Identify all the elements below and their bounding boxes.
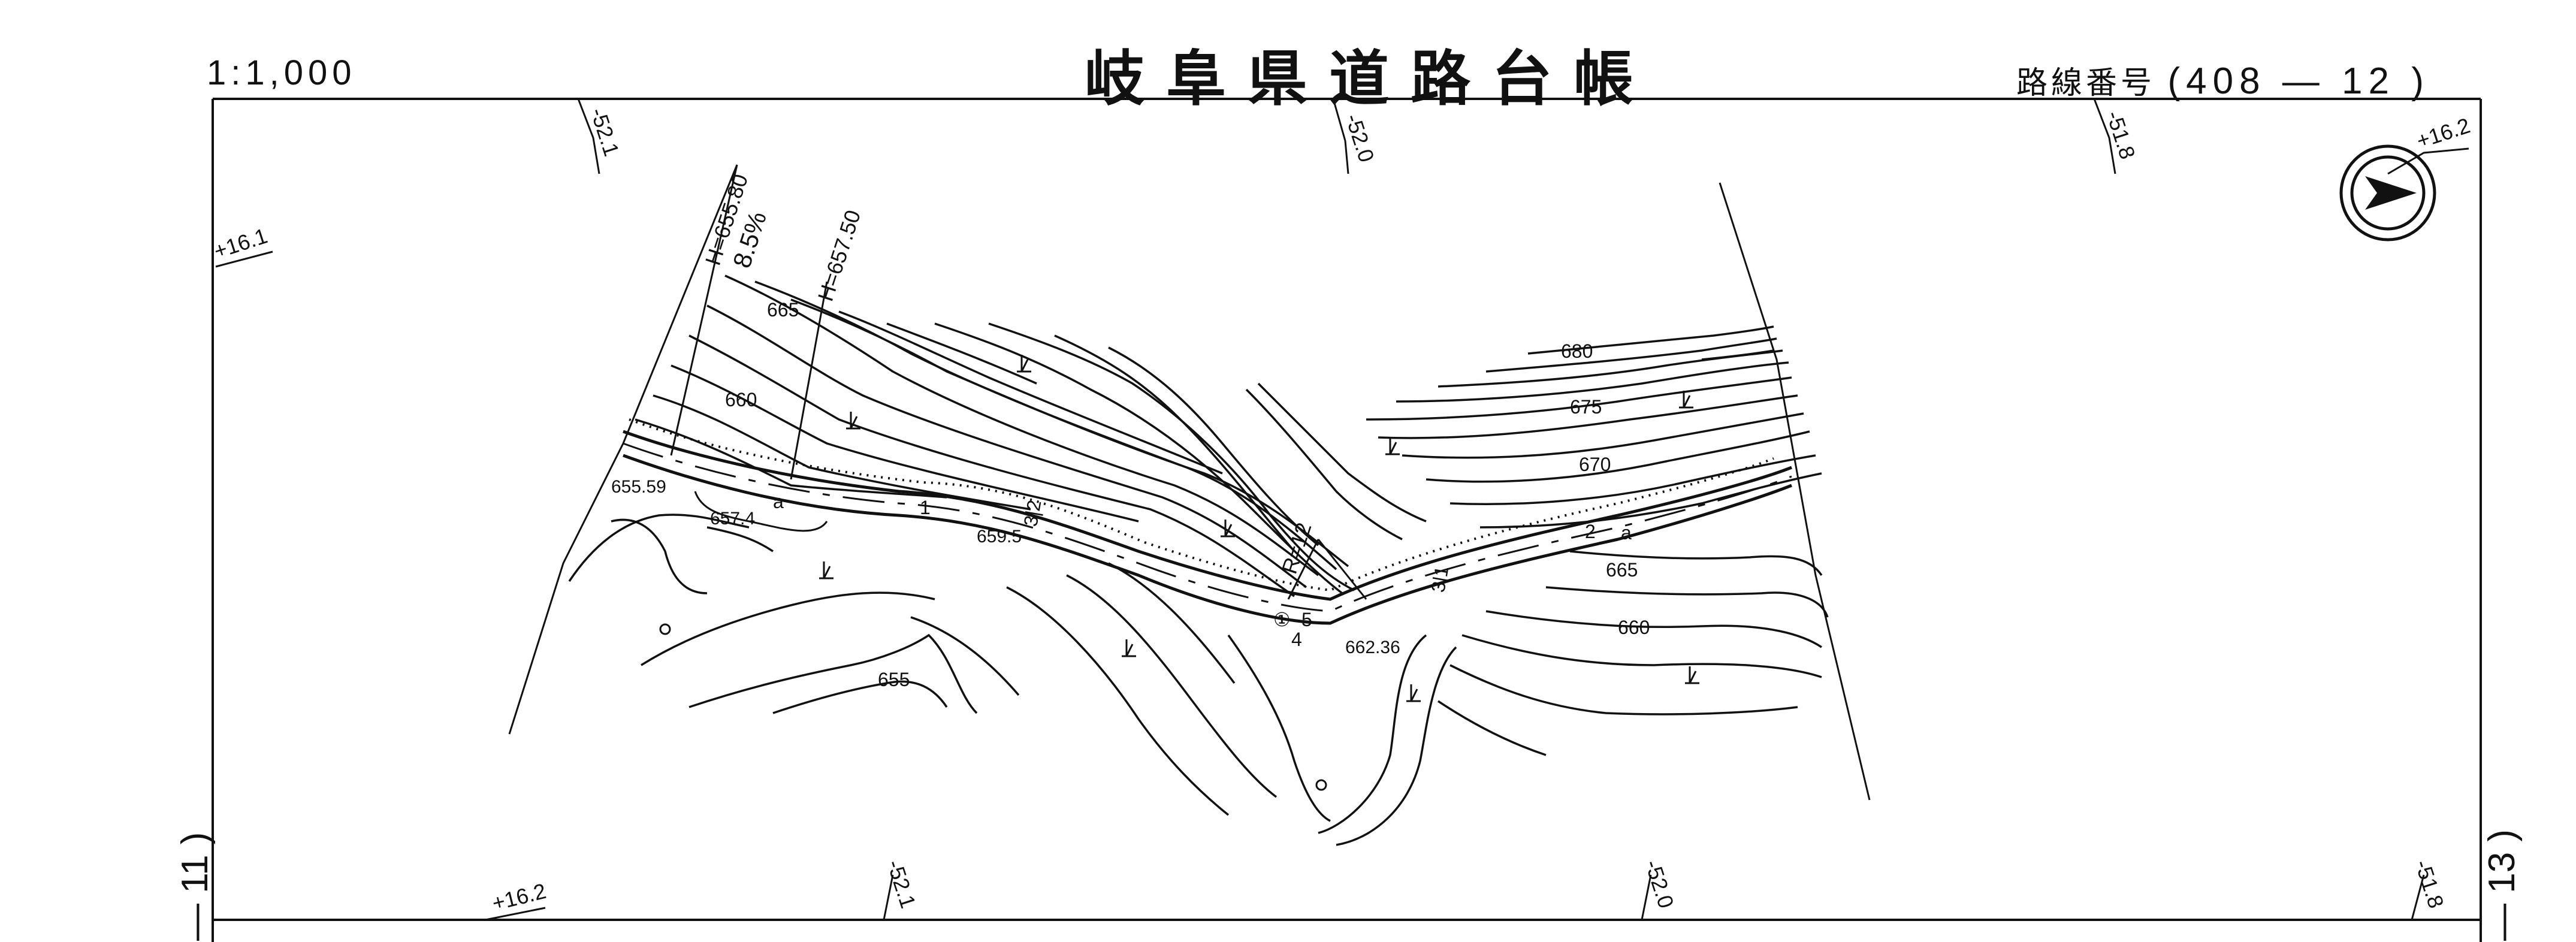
grid-label-right-top: +16.2 bbox=[2414, 113, 2473, 153]
route-label: 路線番号 bbox=[2016, 66, 2156, 101]
marker: a bbox=[1621, 522, 1632, 544]
route-number: 路線番号 (408 — 12 ) bbox=[2016, 58, 2430, 102]
contour-label: 660 bbox=[725, 389, 757, 410]
spot-height: 662.36 bbox=[1345, 638, 1400, 657]
map-title: 岐阜県道路台帳 bbox=[1085, 46, 1655, 113]
broadleaf-tree-icon bbox=[659, 623, 1327, 791]
contour-label: 675 bbox=[1570, 396, 1602, 418]
spot-heights: 655.59 657.4 659.5 662.36 bbox=[611, 477, 1400, 657]
road-edge-upper bbox=[623, 430, 1792, 601]
grid-label-left-mid: +16.1 bbox=[211, 223, 270, 263]
spot-height: 659.5 bbox=[977, 527, 1022, 547]
map-scale: 1:1,000 bbox=[207, 53, 357, 92]
grass-symbol-icon bbox=[819, 355, 1699, 702]
road-edge-lower bbox=[623, 454, 1792, 625]
contour-labels: 665 660 680 675 670 665 660 655 bbox=[725, 299, 1650, 690]
contour-label: 655 bbox=[878, 669, 910, 690]
sheet-frame bbox=[212, 98, 2482, 942]
elevation-labels: H=655.80 8.5% H=657.50 R=12 bbox=[700, 171, 1316, 576]
contour-label: 670 bbox=[1579, 454, 1611, 475]
survey-limit-lines bbox=[508, 164, 1871, 801]
elevation-h2: H=657.50 bbox=[813, 207, 866, 304]
grid-labels: -52.1 -52.0 -51.8 +16.1 +16.2 +16.2 -52.… bbox=[211, 105, 2473, 916]
marker: 2 bbox=[1585, 521, 1596, 542]
route-number-value: (408 — 12 ) bbox=[2167, 61, 2430, 102]
contours-upper bbox=[635, 274, 1427, 597]
contour-label: 660 bbox=[1618, 617, 1650, 638]
marker: 4 bbox=[1291, 629, 1302, 650]
marker: 3|2 bbox=[1019, 499, 1045, 528]
marker: 5 bbox=[1301, 609, 1312, 630]
marker: a bbox=[773, 491, 784, 512]
curve-id: ① bbox=[1273, 609, 1291, 630]
grid-ticks bbox=[215, 98, 2469, 921]
north-arrow-icon bbox=[2339, 144, 2436, 241]
contours-lower-left bbox=[568, 514, 1331, 822]
road bbox=[623, 418, 1792, 625]
marker: 1 bbox=[920, 497, 931, 518]
road-centerline bbox=[623, 442, 1792, 612]
leader-lines bbox=[670, 164, 1367, 600]
spot-height: 657.4 bbox=[710, 509, 755, 529]
contour-label: 680 bbox=[1561, 340, 1593, 362]
contour-label: 665 bbox=[767, 299, 799, 321]
contours-lower-right bbox=[1318, 550, 1829, 846]
grid-label-bottom-left: +16.2 bbox=[490, 878, 548, 916]
spot-height: 655.59 bbox=[611, 477, 666, 497]
station-markers: ① a a 1 2 3|2 3|1 4 5 bbox=[773, 491, 1632, 650]
contours-right bbox=[1366, 325, 1822, 529]
marker: 3|1 bbox=[1427, 564, 1452, 594]
contour-label: 665 bbox=[1606, 559, 1638, 581]
